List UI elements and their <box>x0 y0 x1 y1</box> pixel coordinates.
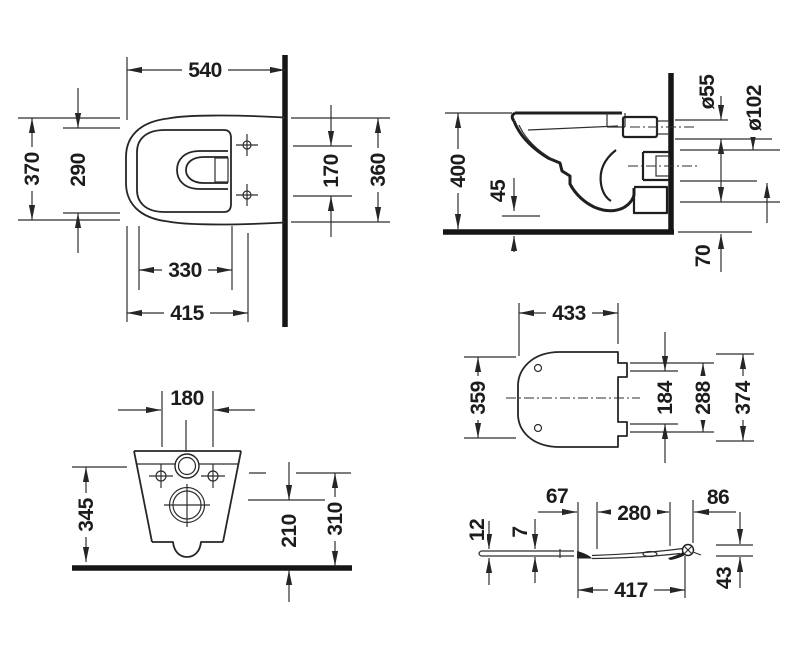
dim-67-label: 67 <box>537 485 577 508</box>
seat-side-view: 67 280 86 12 7 417 43 <box>466 485 753 602</box>
svg-text:184: 184 <box>654 380 677 414</box>
dim-345-label: 345 <box>75 493 98 537</box>
svg-text:400: 400 <box>447 154 470 188</box>
seat-top-view: 433 359 184 288 374 <box>464 302 755 463</box>
ring-top-line <box>591 547 684 557</box>
dim-360-label: 360 <box>367 148 390 192</box>
dim-330-label: 330 <box>162 259 208 282</box>
dim-288-label: 288 <box>692 376 715 420</box>
dim-359-label: 359 <box>467 376 490 420</box>
svg-text:280: 280 <box>617 502 651 525</box>
drain-rect <box>214 157 229 183</box>
toilet-top-view: 540 370 290 170 360 330 415 <box>18 55 390 327</box>
flush-hole-inner <box>177 456 197 476</box>
dim-45-label: 45 <box>487 174 510 208</box>
dim-70-label: 70 <box>692 239 715 273</box>
dim-170-label: 170 <box>320 149 343 193</box>
svg-text:415: 415 <box>170 302 204 325</box>
dim-7-label: 7 <box>509 519 532 545</box>
seat-bumper <box>642 550 658 558</box>
dim-d102-label: ø102 <box>743 79 766 137</box>
dim-86-label: 86 <box>700 486 736 509</box>
svg-text:310: 310 <box>324 502 347 536</box>
rim-inner-line <box>527 125 619 131</box>
seat-outline <box>517 351 628 448</box>
svg-text:7: 7 <box>509 526 532 537</box>
fixing-point-right <box>201 464 225 488</box>
inner-bowl-outline <box>136 129 232 213</box>
dim-290-label: 290 <box>67 148 90 192</box>
svg-text:370: 370 <box>21 152 44 186</box>
seat-hole-bottom <box>533 423 543 433</box>
dim-415-label: 415 <box>164 302 210 325</box>
svg-text:43: 43 <box>713 567 736 589</box>
svg-text:360: 360 <box>367 153 390 187</box>
ring-bottom-line <box>591 552 681 560</box>
bowl-inner-front <box>518 124 553 160</box>
dim-12-label: 12 <box>466 513 489 547</box>
dim-180-label: 180 <box>164 387 210 410</box>
hinge-knob <box>681 543 695 557</box>
svg-text:ø102: ø102 <box>743 85 766 131</box>
svg-text:359: 359 <box>467 381 490 415</box>
dim-280-label: 280 <box>611 502 657 525</box>
fixing-point-bottom <box>236 184 258 206</box>
svg-text:288: 288 <box>692 380 715 414</box>
dim-184-label: 184 <box>654 376 677 420</box>
svg-text:330: 330 <box>168 259 202 282</box>
svg-text:290: 290 <box>67 153 90 187</box>
dim-433-label: 433 <box>546 302 592 325</box>
svg-text:433: 433 <box>552 302 586 325</box>
rear-foot-block <box>632 185 669 215</box>
drain-outer <box>176 150 228 190</box>
toilet-front-view: 180 345 210 310 <box>72 387 352 602</box>
svg-text:374: 374 <box>732 380 755 414</box>
dim-d55-label: ø55 <box>696 66 719 118</box>
dim-43-label: 43 <box>713 561 736 595</box>
svg-text:417: 417 <box>614 579 648 602</box>
svg-text:210: 210 <box>278 514 301 548</box>
body-bottom <box>152 541 223 558</box>
dim-310-label: 310 <box>324 497 347 541</box>
svg-text:86: 86 <box>707 486 729 509</box>
seat-back-edge <box>668 551 686 560</box>
dim-370-label: 370 <box>21 147 44 191</box>
toilet-side-view: 400 45 ø55 ø102 70 <box>443 66 780 273</box>
rim-front-cap <box>510 111 516 122</box>
svg-text:170: 170 <box>320 154 343 188</box>
svg-text:180: 180 <box>170 387 204 410</box>
dim-210-label: 210 <box>278 509 301 553</box>
svg-text:345: 345 <box>75 497 98 531</box>
svg-text:ø55: ø55 <box>696 74 719 110</box>
svg-text:70: 70 <box>692 245 715 267</box>
bowl-outer-contour <box>512 120 636 213</box>
toilet-body-outline <box>125 114 286 226</box>
svg-text:45: 45 <box>487 179 510 202</box>
seat-hole-top <box>533 363 543 373</box>
svg-text:67: 67 <box>546 485 568 508</box>
dim-374-label: 374 <box>732 376 755 420</box>
svg-text:540: 540 <box>188 59 222 82</box>
drain-inner <box>185 156 228 184</box>
trap-curve <box>599 149 617 202</box>
seat-step <box>577 551 592 559</box>
dim-417-label: 417 <box>608 579 654 602</box>
dim-400-label: 400 <box>447 149 470 193</box>
fixing-point-left <box>149 464 173 488</box>
dim-540-label: 540 <box>182 59 228 82</box>
svg-text:12: 12 <box>466 519 489 541</box>
fixing-point-top <box>236 134 258 156</box>
